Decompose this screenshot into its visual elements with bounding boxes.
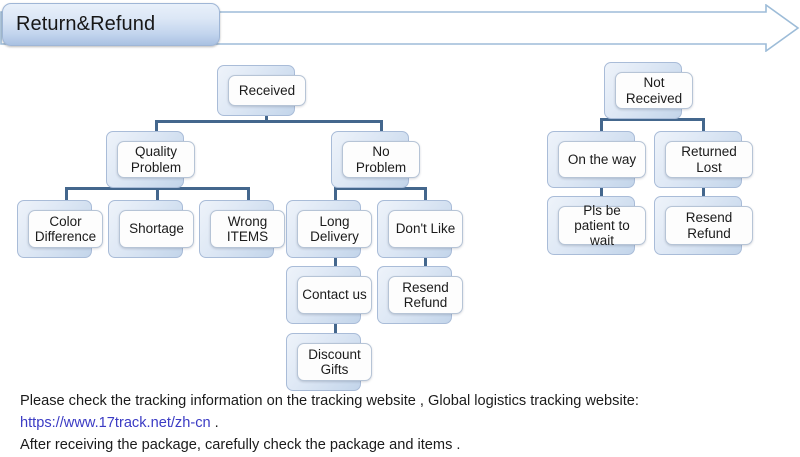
footer-note: Please check the tracking information on…: [20, 390, 790, 457]
node-label: Quality Problem: [117, 141, 195, 178]
node-label: Pls be patient to wait: [558, 203, 646, 248]
node-label: Not Received: [615, 72, 693, 109]
tracking-url-link[interactable]: https://www.17track.net/zh-cn: [20, 415, 211, 432]
connector-to-shortage: [156, 187, 159, 209]
node-label: Don't Like: [388, 210, 463, 248]
node-label: Discount Gifts: [297, 343, 372, 381]
node-label: No Problem: [342, 141, 420, 178]
footer-line-2: https://www.17track.net/zh-cn .: [20, 412, 790, 434]
connector-to-returnedlost: [702, 118, 705, 140]
connector-row2-bar: [155, 120, 383, 123]
connector-noproblem-bar: [334, 187, 427, 190]
connector-returnedlost-resend: [702, 178, 705, 205]
page-title: Return&Refund: [16, 13, 156, 35]
node-resend-refund-2[interactable]: Resend Refund: [654, 196, 753, 255]
node-quality-problem[interactable]: Quality Problem: [106, 131, 195, 188]
connector-to-color: [65, 187, 68, 209]
node-received[interactable]: Received: [217, 65, 306, 116]
footer-line-3: After receiving the package, carefully c…: [20, 437, 461, 454]
node-label: Resend Refund: [665, 206, 753, 245]
connector-dontlike-resend: [424, 248, 427, 275]
connector-notreceived-bar: [600, 118, 705, 121]
node-label: Wrong ITEMS: [210, 210, 285, 248]
node-on-the-way[interactable]: On the way: [547, 131, 646, 188]
node-label: Long Delivery: [297, 210, 372, 248]
node-label: Color Difference: [28, 210, 103, 248]
node-pls-be-patient[interactable]: Pls be patient to wait: [547, 196, 646, 255]
connector-to-ontheway: [600, 118, 603, 140]
connector-to-wrong: [247, 187, 250, 209]
node-no-problem[interactable]: No Problem: [331, 131, 420, 188]
node-not-received[interactable]: Not Received: [604, 62, 693, 119]
node-label: Returned Lost: [665, 141, 753, 178]
footer-url-suffix: .: [210, 415, 219, 432]
node-dont-like[interactable]: Don't Like: [377, 200, 463, 258]
node-contact-us[interactable]: Contact us: [286, 266, 372, 324]
node-label: Received: [228, 75, 306, 106]
node-wrong-items[interactable]: Wrong ITEMS: [199, 200, 285, 258]
node-resend-refund-1[interactable]: Resend Refund: [377, 266, 463, 324]
node-label: Resend Refund: [388, 276, 463, 314]
node-long-delivery[interactable]: Long Delivery: [286, 200, 372, 258]
node-label: Contact us: [297, 276, 372, 314]
connector-to-quality: [155, 120, 158, 141]
connector-to-noproblem: [380, 120, 383, 141]
node-returned-lost[interactable]: Returned Lost: [654, 131, 753, 188]
connector-contact-discount: [334, 314, 337, 342]
node-color-difference[interactable]: Color Difference: [17, 200, 103, 258]
node-label: Shortage: [119, 210, 194, 248]
connector-longdelivery-contact: [334, 248, 337, 275]
banner-title-box: Return&Refund: [2, 3, 220, 46]
footer-line-1: Please check the tracking information on…: [20, 393, 639, 409]
connector-to-dontlike: [424, 187, 427, 209]
node-label: On the way: [558, 141, 646, 178]
node-discount-gifts[interactable]: Discount Gifts: [286, 333, 372, 391]
connector-to-longdelivery: [334, 187, 337, 209]
connector-ontheway-pls: [600, 178, 603, 205]
node-shortage[interactable]: Shortage: [108, 200, 194, 258]
